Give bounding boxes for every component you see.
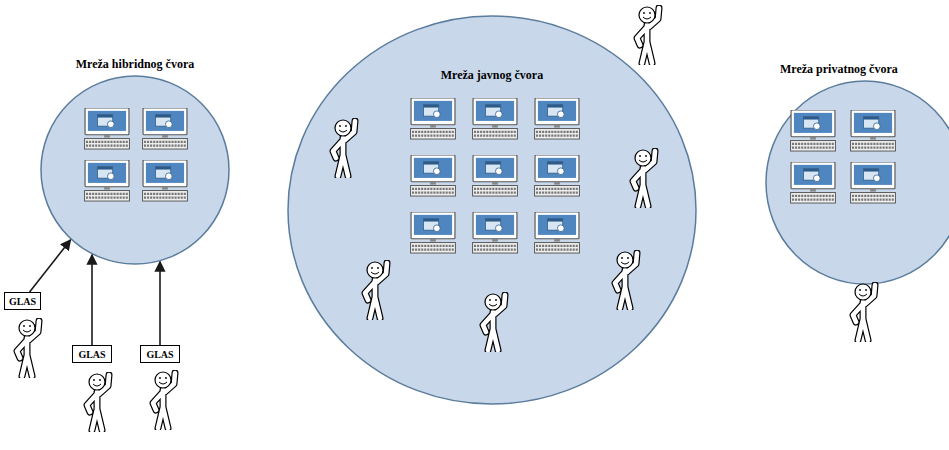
vote-label: GLAS (78, 349, 105, 360)
network-title: Mreža javnog čvora (287, 68, 697, 83)
vote-box: GLAS (72, 345, 112, 363)
person-figure (637, 7, 659, 63)
circle-outline (40, 75, 230, 265)
computer-icon (411, 98, 456, 139)
computer-icon (535, 212, 580, 253)
computer-icon (473, 98, 518, 139)
network-circle: Mreža hibridnog čvora (40, 75, 230, 265)
computer-icon (791, 162, 836, 203)
person-figure (615, 252, 637, 308)
person-figure (633, 150, 655, 206)
network-circle: Mreža javnog čvora (287, 15, 697, 405)
person-figure (153, 372, 175, 428)
person-group (17, 7, 875, 430)
computer-icon (143, 160, 188, 201)
network-circle: Mreža privatnog čvora (765, 80, 949, 285)
computer-icon (143, 108, 188, 149)
vote-box: GLAS (140, 345, 180, 363)
computer-icon (791, 110, 836, 151)
circle-outline (765, 80, 949, 285)
computer-icon (851, 110, 896, 151)
computer-icon (473, 212, 518, 253)
vote-label: GLAS (9, 296, 36, 307)
computer-group (85, 98, 896, 253)
computer-icon (535, 155, 580, 196)
vote-arrow (159, 262, 161, 345)
vote-arrow (30, 240, 71, 292)
vote-box: GLAS (4, 292, 41, 310)
computer-icon (535, 98, 580, 139)
person-figure (483, 294, 505, 350)
connector-layer (30, 240, 160, 345)
network-title: Mreža privatnog čvora (780, 62, 898, 77)
network-title: Mreža hibridnog čvora (40, 57, 230, 72)
computer-icon (851, 162, 896, 203)
circle-shape (41, 76, 229, 264)
circle-shape (766, 81, 949, 284)
person-figure (87, 374, 109, 430)
person-figure (853, 284, 875, 340)
vote-arrow (91, 255, 93, 345)
computer-icon (473, 155, 518, 196)
computer-icon (85, 108, 130, 149)
circle-shape (288, 16, 696, 404)
person-figure (333, 120, 355, 176)
person-figure (17, 320, 39, 376)
computer-icon (411, 155, 456, 196)
person-figure (365, 262, 387, 318)
computer-icon (85, 160, 130, 201)
vote-label: GLAS (146, 349, 173, 360)
computer-icon (411, 212, 456, 253)
